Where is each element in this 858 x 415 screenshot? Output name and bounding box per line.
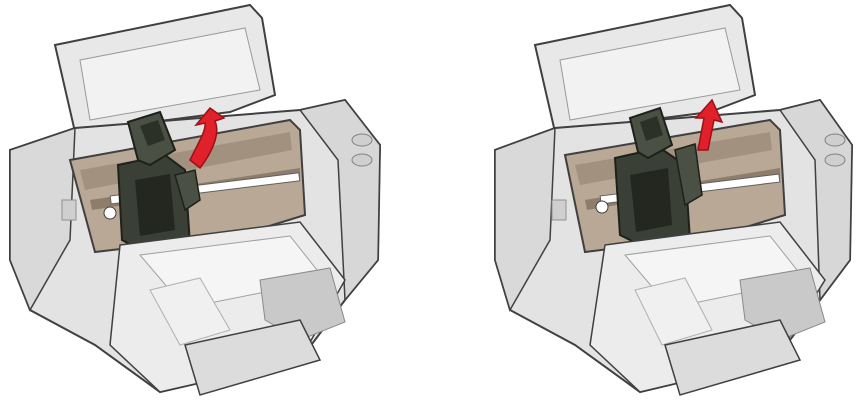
- straight-arrow-icon: [694, 98, 724, 151]
- ink-cartridge-carriage: [613, 106, 703, 252]
- figure-step-1: [0, 0, 400, 415]
- curved-arrow-icon: [189, 106, 226, 170]
- output-tray: [589, 221, 826, 396]
- ink-cartridge-carriage: [116, 110, 201, 257]
- printer-illustration-2: [494, 3, 854, 396]
- printer-illustration-1: [9, 3, 382, 396]
- output-tray: [109, 221, 346, 396]
- figure-step-2: [490, 0, 858, 415]
